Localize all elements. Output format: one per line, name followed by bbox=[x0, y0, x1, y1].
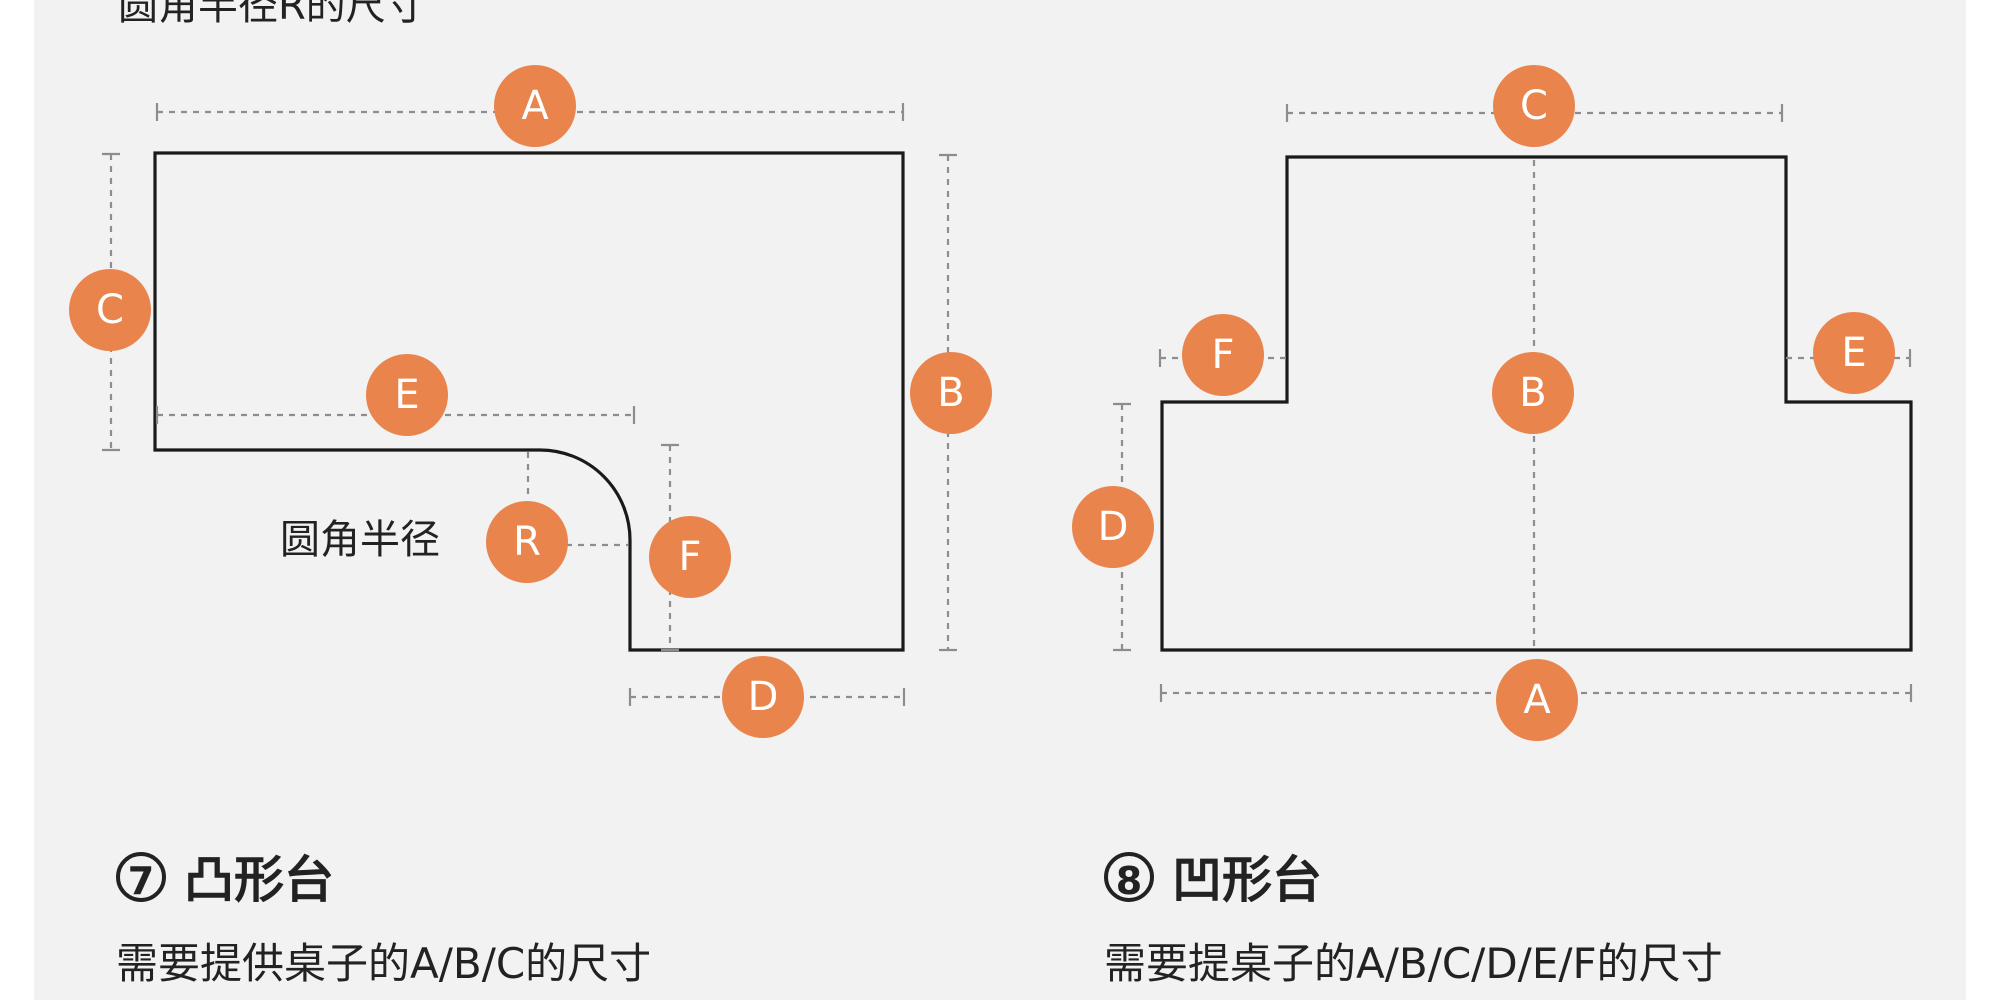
right-badge-c: C bbox=[1493, 65, 1575, 147]
right-badge-e: E bbox=[1813, 312, 1895, 394]
right-badge-f: F bbox=[1182, 314, 1264, 396]
left-badge-a: A bbox=[494, 65, 576, 147]
svg-text:B: B bbox=[937, 370, 964, 416]
section-description-7: 需要提供桌子的A/B/C的尺寸 bbox=[116, 939, 652, 988]
right-badge-d: D bbox=[1072, 486, 1154, 568]
section-number-7: 7 bbox=[116, 852, 166, 903]
svg-text:A: A bbox=[521, 83, 549, 129]
section-title-text-8: 凹形台 bbox=[1172, 851, 1322, 909]
left-badge-d: D bbox=[722, 656, 804, 738]
left-badge-f: F bbox=[649, 516, 731, 598]
left-badge-r: R bbox=[486, 501, 568, 583]
svg-text:C: C bbox=[1520, 83, 1548, 129]
section-description-8: 需要提桌子的A/B/C/D/E/F的尺寸 bbox=[1104, 939, 1723, 988]
svg-text:E: E bbox=[1841, 330, 1866, 376]
right-badge-a: A bbox=[1496, 659, 1578, 741]
right-diagram: C F B E D A bbox=[1072, 65, 1913, 741]
section-title-text-7: 凸形台 bbox=[184, 851, 334, 909]
svg-text:F: F bbox=[678, 534, 701, 580]
content-panel bbox=[34, 0, 1966, 1000]
section-title-7: 7 凸形台 bbox=[116, 850, 334, 910]
svg-text:E: E bbox=[394, 372, 419, 418]
svg-text:A: A bbox=[1523, 677, 1551, 723]
svg-text:F: F bbox=[1211, 332, 1234, 378]
svg-text:C: C bbox=[96, 287, 124, 333]
left-table-outline bbox=[153, 151, 905, 652]
right-badge-b: B bbox=[1492, 352, 1574, 434]
left-diagram: 圆角半径 A C E B R F bbox=[69, 65, 992, 738]
svg-text:D: D bbox=[1098, 504, 1129, 550]
left-badge-c: C bbox=[69, 269, 151, 351]
section-number-8: 8 bbox=[1104, 852, 1154, 903]
top-note-text: 圆角半径R的尺寸 bbox=[118, 0, 426, 29]
right-table-outline bbox=[1160, 155, 1913, 652]
left-badge-b: B bbox=[910, 352, 992, 434]
left-radius-label: 圆角半径 bbox=[280, 517, 440, 563]
svg-text:D: D bbox=[748, 674, 779, 720]
left-badge-e: E bbox=[366, 354, 448, 436]
svg-text:R: R bbox=[513, 519, 541, 565]
svg-text:B: B bbox=[1519, 370, 1546, 416]
section-title-8: 8 凹形台 bbox=[1104, 850, 1322, 910]
